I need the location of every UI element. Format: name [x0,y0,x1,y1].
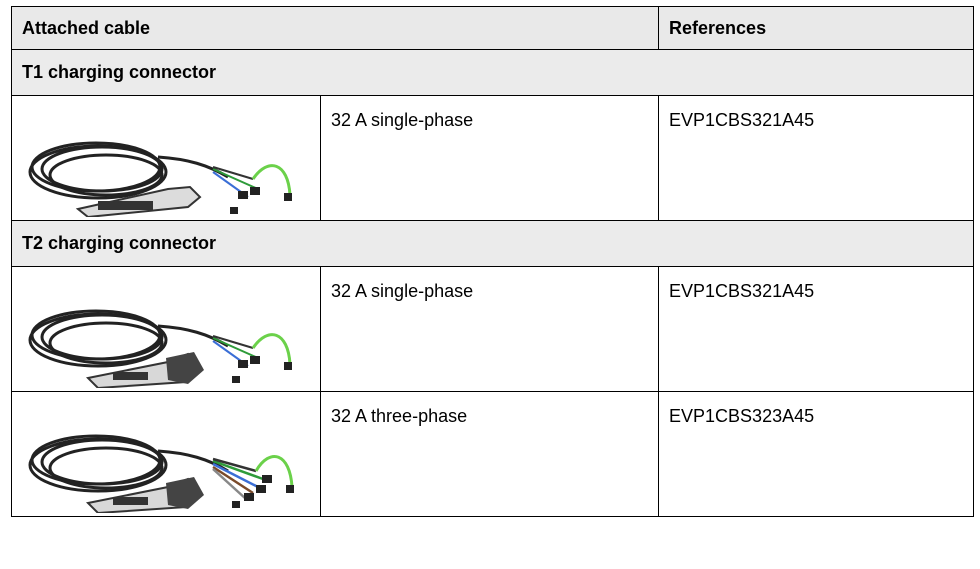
table-row: 32 A single-phase EVP1CBS321A45 [11,95,975,221]
header-attached-cable: Attached cable [10,6,660,50]
t2-cable-image-icon [28,309,292,388]
cable-description: 32 A single-phase [319,266,660,392]
cable-reference-table: Attached cable References T1 charging co… [10,6,975,517]
section-row-t2: T2 charging connector [10,220,975,267]
cable-reference: EVP1CBS321A45 [658,95,975,221]
section-row-t1: T1 charging connector [10,49,975,96]
cable-image-cell [11,391,321,517]
section-title-t1: T1 charging connector [10,49,975,96]
section-title-t2: T2 charging connector [10,220,975,267]
cable-image-cell [11,95,321,221]
cable-description: 32 A three-phase [319,391,660,517]
table-row: 32 A three-phase EVP1CBS323A45 [11,391,975,517]
cable-description: 32 A single-phase [319,95,660,221]
cable-reference: EVP1CBS323A45 [658,391,975,517]
t2-cable-image-icon [28,434,294,513]
t1-cable-image-icon [28,141,292,217]
table-row: 32 A single-phase EVP1CBS321A45 [11,266,975,392]
cable-image-cell [11,266,321,392]
cable-reference: EVP1CBS321A45 [658,266,975,392]
header-references: References [658,6,975,50]
table-header-row: Attached cable References [10,6,975,50]
